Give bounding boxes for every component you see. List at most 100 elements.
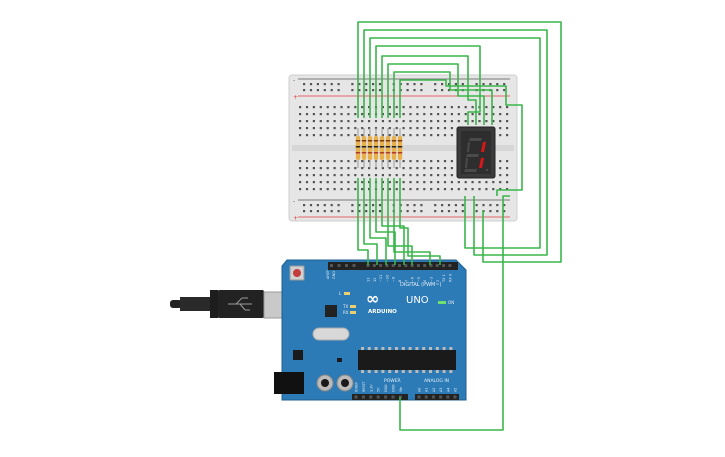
rail-hole [420,210,423,213]
digital-pin[interactable] [398,264,401,267]
breadboard-hole [499,127,502,130]
breadboard-hole [402,120,405,123]
breadboard-hole [395,174,398,177]
wire-ground[interactable] [399,195,510,431]
analog-pin[interactable] [439,395,443,399]
digital-pin[interactable] [391,264,395,267]
digital-pin-label: 4 [423,279,427,282]
analog-pin[interactable] [453,395,457,399]
resistor[interactable] [355,136,361,160]
digital-pin[interactable] [416,264,420,267]
wire-pin-g[interactable] [393,178,431,265]
power-pin[interactable] [354,395,358,399]
resistor[interactable] [385,136,391,160]
breadboard-hole [312,174,315,177]
wire-segment-b[interactable] [363,29,548,256]
l-led-label: L [339,291,342,296]
breadboard[interactable]: - + - + [288,74,518,222]
rail-hole [420,89,423,92]
breadboard-hole [381,113,384,116]
digital-pin[interactable] [429,264,433,267]
power-pin[interactable] [376,395,380,399]
resistor[interactable] [367,136,373,160]
breadboard-hole [395,127,398,130]
digital-pin[interactable] [337,264,341,267]
wire-segment-d[interactable] [375,45,481,125]
analog-pin[interactable] [424,395,428,399]
breadboard-hole [416,188,419,191]
digital-pin[interactable] [448,264,452,267]
rail-hole [337,89,340,92]
breadboard-hole [409,181,412,184]
wire-segment-a[interactable] [357,21,562,263]
breadboard-hole [299,188,302,191]
digital-pin[interactable] [372,264,376,267]
breadboard-hole [457,181,460,184]
digital-pin[interactable] [345,264,348,267]
power-pin[interactable] [361,395,365,399]
rail-hole [330,83,333,86]
breadboard-hole [333,160,336,163]
wire-pin-a[interactable] [357,178,369,265]
breadboard-hole [340,174,343,177]
tx-led-label: TX [342,304,348,309]
resistor-array[interactable] [355,128,403,168]
digital-pin[interactable] [435,264,439,267]
breadboard-hole [430,167,433,170]
digital-pin[interactable] [379,264,383,267]
resistor[interactable] [379,136,385,160]
rail-hole [489,210,492,213]
wire-pin-c[interactable] [369,178,387,265]
breadboard-hole [368,106,371,109]
digital-pin[interactable] [385,264,389,267]
analog-pin[interactable] [417,395,421,399]
digital-pin[interactable] [410,264,414,267]
wire-segment-f[interactable] [387,63,485,125]
breadboard-hole [395,120,398,123]
digital-pin[interactable] [330,264,333,267]
wire-segment-dp[interactable] [399,79,523,196]
breadboard-hole [409,127,412,130]
breadboard-hole [374,120,378,123]
breadboard-hole [299,120,302,123]
power-pin[interactable] [384,395,388,399]
seven-segment-display[interactable] [456,126,496,179]
digital-pin[interactable] [352,264,356,267]
arduino-model: UNO [406,295,429,306]
wire-segment-g[interactable] [393,71,493,125]
digital-pin[interactable] [442,264,446,267]
breadboard-hole [464,120,467,123]
wire-segment-e[interactable] [381,55,477,125]
resistor[interactable] [373,136,379,160]
breadboard-hole [430,181,433,184]
arduino-infinity-icon: ∞ [366,289,379,308]
rail-hole [461,210,464,213]
analog-pin[interactable] [431,395,435,399]
resistor[interactable] [391,136,397,160]
wire-segment-c[interactable] [369,37,541,249]
digital-pin[interactable] [423,264,427,267]
analog-pin[interactable] [446,395,450,399]
breadboard-hole [354,160,357,163]
breadboard-hole [312,106,315,109]
digital-pin[interactable] [404,264,408,267]
breadboard-hole [430,113,433,116]
digital-pin[interactable] [366,264,370,267]
wire-pin-b[interactable] [363,178,378,265]
wires[interactable] [357,21,562,431]
breadboard-hole [333,167,336,170]
breadboard-hole [416,181,419,184]
power-pin[interactable] [391,395,395,399]
breadboard-hole [354,106,357,109]
wire-pin-d[interactable] [375,178,396,265]
resistor[interactable] [361,136,367,160]
power-pin[interactable] [369,395,373,399]
rail-hole [441,83,444,86]
wire-pin-dp[interactable] [399,178,441,265]
breadboard-hole [402,174,405,177]
breadboard-hole [326,120,329,123]
resistor[interactable] [397,136,403,160]
breadboard-hole [443,188,447,191]
breadboard-hole [388,160,391,163]
